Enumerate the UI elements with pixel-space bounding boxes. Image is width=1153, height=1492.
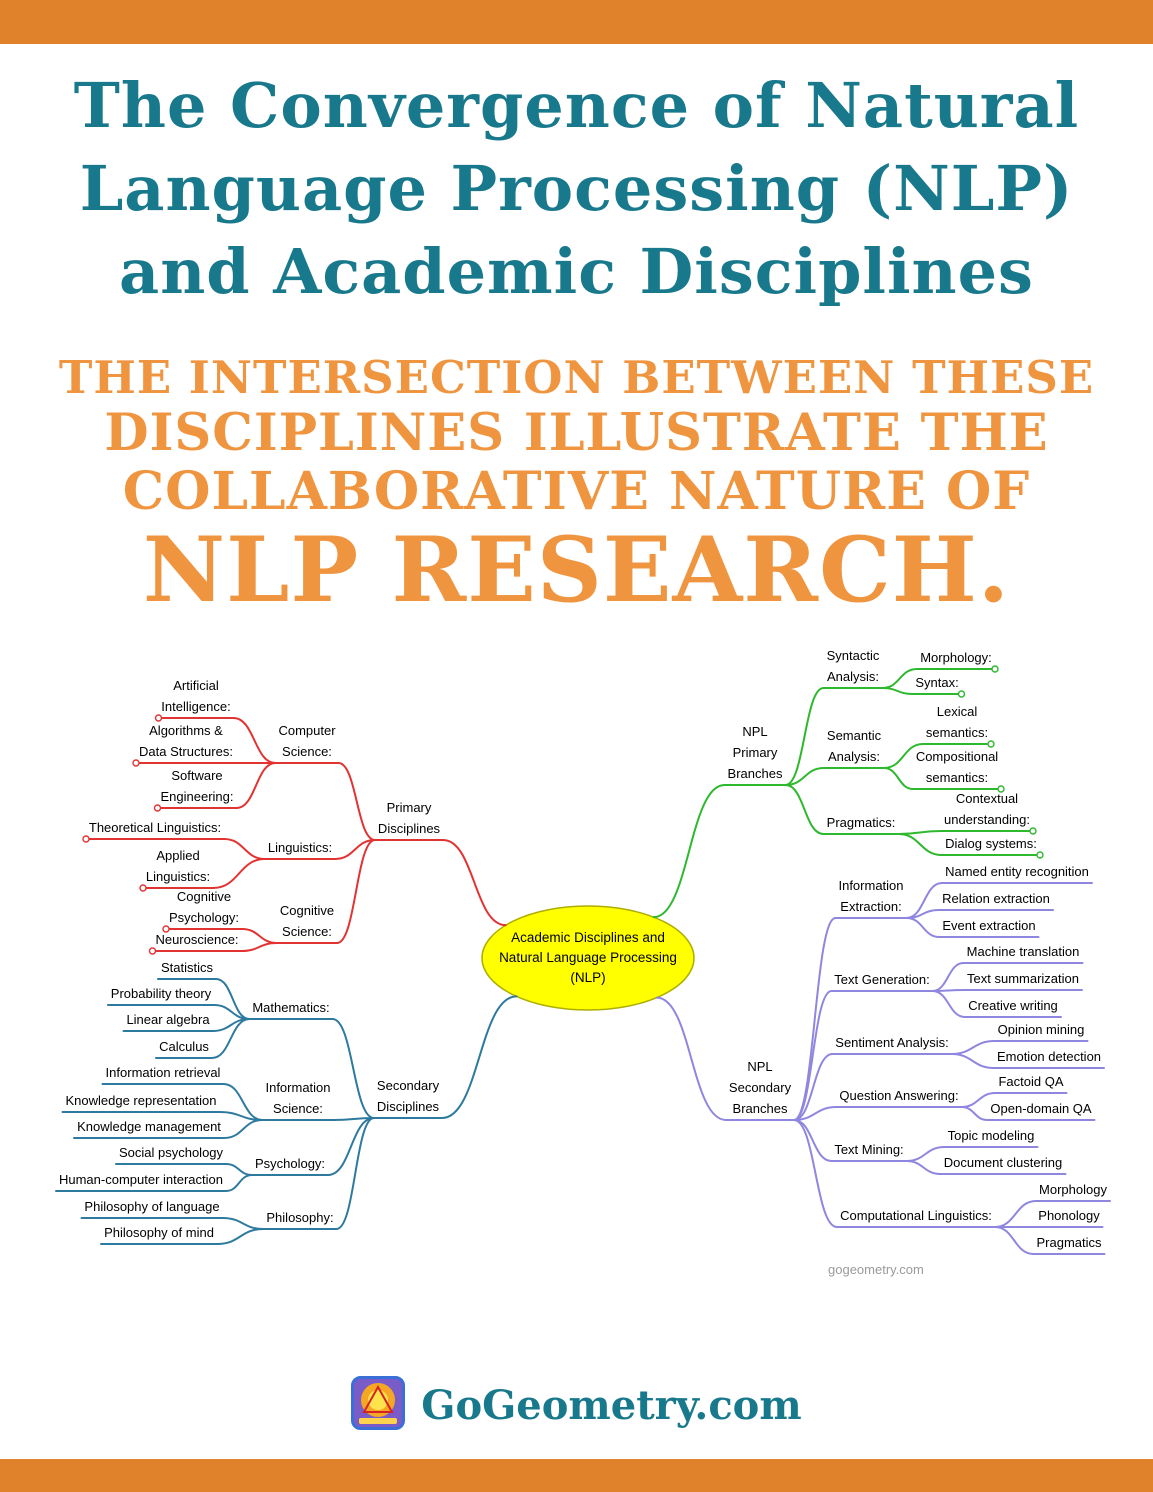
mindmap-node-prob: Probability theory <box>110 986 212 1001</box>
mindmap-node-creative: Creative writing <box>968 998 1058 1013</box>
mindmap-node-emotion: Emotion detection <box>996 1049 1102 1064</box>
mindmap-node-ling: Linguistics: <box>267 840 333 855</box>
mindmap-node-opendom: Open-domain QA <box>990 1101 1092 1116</box>
poster-subtitle-line-4: NLP RESEARCH. <box>142 516 1011 623</box>
mindmap-node-sentiment: Sentiment Analysis: <box>835 1035 949 1050</box>
mindmap-node-apling: Applied Linguistics: <box>145 848 211 884</box>
mindmap-node-kman: Knowledge management <box>77 1119 221 1134</box>
mindmap-node-neuro: Neuroscience: <box>155 932 239 947</box>
mindmap-node-secondary: Secondary Disciplines <box>376 1078 440 1114</box>
mindmap-node-mt: Machine translation <box>966 944 1080 959</box>
mindmap-node-infoext: Information Extraction: <box>838 878 904 914</box>
mindmap-node-textgen: Text Generation: <box>834 972 930 987</box>
footer-brand-text: GoGeometry.com <box>421 1382 802 1429</box>
mindmap-node-se: Software Engineering: <box>160 768 234 804</box>
mindmap-node-factoid: Factoid QA <box>998 1074 1064 1089</box>
mindmap-node-syntax: Syntax: <box>915 675 959 690</box>
mindmap-node-philmind: Philosophy of mind <box>104 1225 214 1240</box>
mindmap-node-philang: Philosophy of language <box>84 1199 220 1214</box>
mindmap-node-textmining: Text Mining: <box>834 1142 904 1157</box>
mindmap-node-prag2: Pragmatics <box>1036 1235 1102 1250</box>
mindmap-node-topic: Topic modeling <box>947 1128 1035 1143</box>
mindmap-node-compsem: Compositional semantics: <box>915 749 999 785</box>
mindmap-node-syntactic: Syntactic Analysis: <box>826 648 880 684</box>
mindmap-node-stats: Statistics <box>160 960 214 975</box>
mindmap-node-calc: Calculus <box>159 1039 209 1054</box>
mindmap-node-theoling: Theoretical Linguistics: <box>88 820 222 835</box>
mindmap-node-socpsy: Social psychology <box>118 1145 224 1160</box>
poster-title-line-3: and Academic Disciplines <box>119 235 1034 309</box>
mindmap-node-context: Contextual understanding: <box>943 791 1031 827</box>
mindmap-node-nplsec: NPL Secondary Branches <box>728 1059 792 1116</box>
mindmap-node-qa: Question Answering: <box>839 1088 959 1103</box>
top-orange-bar <box>0 0 1153 44</box>
mindmap-node-morph2: Morphology <box>1039 1182 1107 1197</box>
mindmap-node-phil: Philosophy: <box>266 1210 334 1225</box>
mindmap-node-math: Mathematics: <box>252 1000 330 1015</box>
mindmap-node-cs: Computer Science: <box>278 723 336 759</box>
mindmap-node-krep: Knowledge representation <box>65 1093 217 1108</box>
mindmap-node-primary: Primary Disciplines <box>377 800 441 836</box>
mindmap-node-morph1: Morphology: <box>920 650 992 665</box>
mindmap-node-doccluster: Document clustering <box>943 1155 1063 1170</box>
poster-subtitle-line-3: COLLABORATIVE NATURE OF <box>122 461 1031 523</box>
mindmap-node-lexsem: Lexical semantics: <box>925 704 989 740</box>
poster-subtitle-line-1: THE INTERSECTION BETWEEN THESE <box>58 351 1095 405</box>
mindmap-node-infosci: Information Science: <box>265 1080 331 1116</box>
mindmap-node-ai: Artificial Intelligence: <box>161 678 231 714</box>
gogeometry-logo-icon <box>351 1376 406 1435</box>
mindmap-node-prag: Pragmatics: <box>826 815 896 830</box>
mindmap-node-nplprim: NPL Primary Branches <box>727 724 783 781</box>
mindmap-node-compling: Computational Linguistics: <box>840 1208 992 1223</box>
watermark: gogeometry.com <box>828 1262 924 1277</box>
mindmap-node-dialog: Dialog systems: <box>945 836 1037 851</box>
poster-title: The Convergence of Natural Language Proc… <box>0 0 1153 313</box>
mindmap-node-ner: Named entity recognition <box>945 864 1089 879</box>
poster-title-line-2: Language Processing (NLP) <box>79 152 1074 226</box>
mindmap-node-relex: Relation extraction <box>942 891 1050 906</box>
mindmap-node-tsum: Text summarization <box>967 971 1079 986</box>
mindmap-node-opinion: Opinion mining <box>997 1022 1085 1037</box>
mindmap-node-eventex: Event extraction <box>942 918 1036 933</box>
poster-subtitle-line-2: DISCIPLINES ILLUSTRATE THE <box>104 403 1049 464</box>
mindmap-node-psych: Psychology: <box>254 1156 326 1171</box>
mindmap-node-ir: Information retrieval <box>105 1065 221 1080</box>
mindmap-node-phono: Phonology <box>1038 1208 1100 1223</box>
footer: GoGeometry.com <box>0 1376 1153 1435</box>
mindmap-node-algo: Algorithms & Data Structures: <box>139 723 233 759</box>
mindmap-node-linalg: Linear algebra <box>126 1012 210 1027</box>
poster-title-line-1: The Convergence of Natural <box>73 69 1080 142</box>
mindmap-node-cogpsy: Cognitive Psychology: <box>168 889 240 925</box>
mindmap-center-node: Academic Disciplines and Natural Languag… <box>499 930 677 985</box>
poster-subtitle: THE INTERSECTION BETWEEN THESE DISCIPLIN… <box>0 351 1153 619</box>
mindmap-node-cogsci: Cognitive Science: <box>279 903 335 939</box>
mindmap-node-hci: Human-computer interaction <box>58 1172 224 1187</box>
bottom-orange-bar <box>0 1459 1153 1492</box>
mindmap-node-semantic: Semantic Analysis: <box>826 728 882 764</box>
